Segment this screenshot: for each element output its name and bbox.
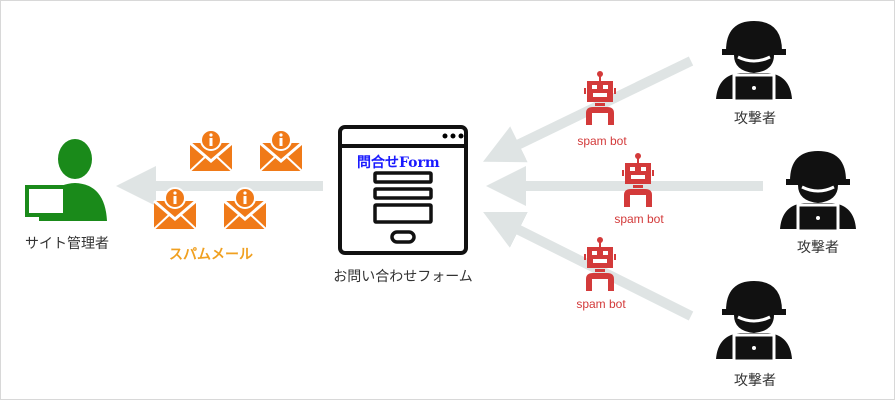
attacker-icon bbox=[714, 279, 794, 363]
attacker-label: 攻撃者 bbox=[734, 111, 776, 127]
spam-bot-label: spam bot bbox=[577, 134, 627, 148]
spam-mail-label: スパムメール bbox=[169, 247, 253, 263]
attacker-label: 攻撃者 bbox=[797, 240, 839, 256]
arrow-attacker3-to-form bbox=[483, 212, 694, 321]
attacker-icon bbox=[714, 19, 794, 103]
spam-mail-icon bbox=[189, 129, 234, 173]
admin-icon bbox=[25, 139, 107, 221]
attacker-label: 攻撃者 bbox=[734, 373, 776, 389]
spam-bot-label: spam bot bbox=[614, 212, 664, 226]
spam-mail-icon bbox=[153, 187, 198, 231]
admin-label: サイト管理者 bbox=[25, 236, 109, 252]
attacker-icon bbox=[778, 149, 858, 233]
contact-form-icon bbox=[338, 125, 468, 255]
spam-bot-label: spam bot bbox=[576, 297, 626, 311]
spam-mail-icon bbox=[223, 187, 268, 231]
robot-icon bbox=[622, 153, 654, 207]
form-label: お問い合わせフォーム bbox=[333, 269, 473, 285]
robot-icon bbox=[584, 237, 616, 291]
spam-mail-icon bbox=[259, 129, 304, 173]
form-title: 問合せForm bbox=[357, 155, 440, 171]
robot-icon bbox=[584, 71, 616, 125]
